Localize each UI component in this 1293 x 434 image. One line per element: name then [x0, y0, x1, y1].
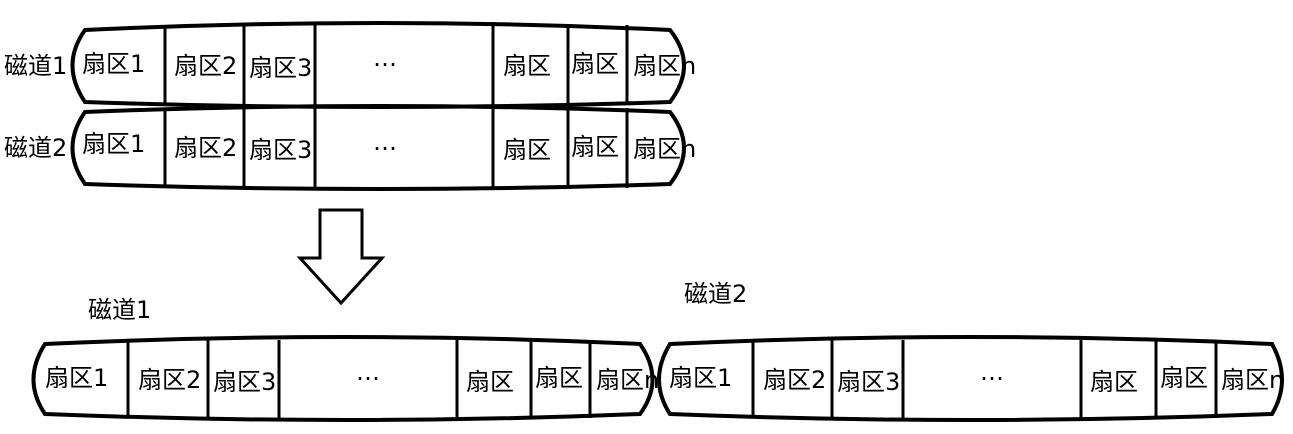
sector-label: 扇区3 — [837, 368, 900, 396]
bottom-track-2: 磁道2 扇区1 扇区2 扇区3 … 扇区 扇区 扇区n — [657, 280, 1284, 422]
sector-label: 扇区3 — [213, 368, 276, 396]
sector-label: 扇区1 — [45, 364, 108, 392]
sector-label: 扇区2 — [174, 52, 237, 80]
sector-label: 扇区 — [503, 136, 551, 164]
sector-label: 扇区 — [503, 52, 551, 80]
sector-label: 扇区 — [535, 364, 583, 392]
sector-label: 扇区2 — [763, 366, 826, 394]
top-track-1-outline — [70, 21, 686, 109]
top-track-1: 磁道1 扇区1 扇区2 扇区3 … 扇区 扇区 扇区n — [4, 21, 696, 109]
sector-label: 扇区 — [571, 50, 619, 78]
ellipsis-label: … — [373, 44, 397, 72]
top-track-2-label: 磁道2 — [4, 134, 67, 162]
ellipsis-label: … — [356, 358, 380, 386]
bottom-track-1-outline — [31, 335, 655, 422]
sector-label: 扇区n — [1221, 366, 1284, 394]
sector-label: 扇区 — [1160, 364, 1208, 392]
top-track-2: 磁道2 扇区1 扇区2 扇区3 … 扇区 扇区 扇区n — [4, 104, 696, 191]
sector-label: 扇区3 — [249, 54, 312, 82]
sector-label: 扇区n — [596, 366, 659, 394]
top-track-1-label: 磁道1 — [4, 52, 67, 80]
bottom-track-2-label: 磁道2 — [684, 280, 747, 308]
top-track-2-outline — [70, 104, 686, 191]
bottom-track-1-label: 磁道1 — [88, 296, 151, 324]
bottom-track-2-outline — [657, 335, 1284, 422]
ellipsis-label: … — [373, 128, 397, 156]
ellipsis-label: … — [980, 358, 1004, 386]
sector-label: 扇区2 — [174, 134, 237, 162]
sector-label: 扇区2 — [138, 366, 201, 394]
sector-label: 扇区 — [1090, 368, 1138, 396]
sector-label: 扇区1 — [82, 130, 145, 158]
sector-label: 扇区n — [633, 52, 696, 80]
bottom-track-1: 磁道1 扇区1 扇区2 扇区3 … 扇区 扇区 扇区n — [31, 296, 659, 422]
sector-label: 扇区3 — [249, 136, 312, 164]
sector-label: 扇区1 — [669, 364, 732, 392]
down-arrow-icon — [296, 208, 386, 306]
sector-label: 扇区1 — [82, 50, 145, 78]
sector-label: 扇区n — [633, 135, 696, 163]
sector-label: 扇区 — [466, 368, 514, 396]
sector-label: 扇区 — [571, 133, 619, 161]
